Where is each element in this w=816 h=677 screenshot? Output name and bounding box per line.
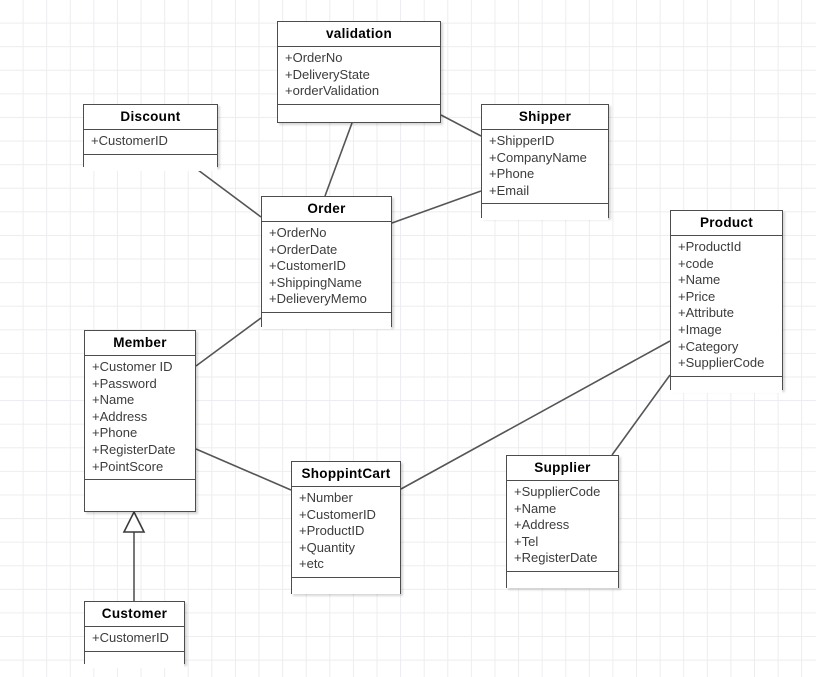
uml-class-title: Shipper — [482, 105, 608, 130]
relationship-validation-shipper[interactable] — [440, 114, 482, 137]
uml-class-attributes: +Customer ID+Password+Name+Address+Phone… — [85, 356, 195, 481]
uml-attribute: +OrderDate — [269, 241, 338, 257]
uml-attribute: +CompanyName — [489, 149, 587, 165]
uml-attribute: +Address — [92, 408, 148, 424]
uml-class-title: Order — [262, 197, 391, 222]
uml-class-attributes: +ShipperID+CompanyName+Phone+Email — [482, 130, 608, 205]
uml-attribute: +Email — [489, 182, 530, 198]
uml-class-attributes: +OrderNo+OrderDate+CustomerID+ShippingNa… — [262, 222, 391, 313]
uml-attribute: +Phone — [489, 166, 535, 182]
uml-class-attributes: +OrderNo+DeliveryState+orderValidation — [278, 47, 440, 105]
uml-class-order[interactable]: Order+OrderNo+OrderDate+CustomerID+Shipp… — [261, 196, 392, 329]
uml-class-validation[interactable]: validation+OrderNo+DeliveryState+orderVa… — [277, 21, 441, 123]
uml-class-shoppintcart[interactable]: ShoppintCart+Number+CustomerID+ProductID… — [291, 461, 401, 594]
uml-class-product[interactable]: Product+ProductId+code+Name+Price+Attrib… — [670, 210, 783, 393]
generalization-arrowhead — [122, 510, 146, 533]
uml-attribute: +Phone — [92, 425, 138, 441]
uml-attribute: +CustomerID — [299, 506, 376, 522]
uml-class-title: validation — [278, 22, 440, 47]
relationship-member-order[interactable] — [195, 317, 262, 367]
uml-class-attributes: +Number+CustomerID+ProductID+Quantity+et… — [292, 487, 400, 578]
uml-class-supplier[interactable]: Supplier+SupplierCode+Name+Address+Tel+R… — [506, 455, 619, 588]
uml-attribute: +Image — [678, 321, 722, 337]
uml-attribute: +PointScore — [92, 458, 164, 474]
uml-attribute: +Name — [514, 500, 557, 516]
uml-attribute: +RegisterDate — [514, 550, 598, 566]
uml-class-title: Member — [85, 331, 195, 356]
uml-class-methods — [278, 104, 440, 121]
relationship-order-shipper[interactable] — [391, 190, 482, 224]
uml-class-title: Product — [671, 211, 782, 236]
uml-class-methods — [85, 651, 184, 668]
uml-attribute: +Attribute — [678, 305, 735, 321]
uml-class-methods — [85, 480, 195, 497]
uml-attribute: +OrderNo — [285, 50, 343, 65]
relationship-validation-order[interactable] — [324, 122, 353, 197]
uml-attribute: +Number — [299, 490, 353, 505]
relationship-member-shoppintcart[interactable] — [195, 448, 292, 491]
uml-class-title: Supplier — [507, 456, 618, 481]
uml-attribute: +Name — [92, 392, 135, 408]
uml-attribute: +Password — [92, 375, 157, 391]
uml-attribute: +ProductId — [678, 239, 742, 254]
uml-attribute: +Price — [678, 288, 716, 304]
uml-attribute: +DelieveryMemo — [269, 291, 367, 307]
uml-class-methods — [292, 577, 400, 594]
uml-class-title: Customer — [85, 602, 184, 627]
uml-class-attributes: +SupplierCode+Name+Address+Tel+RegisterD… — [507, 481, 618, 572]
uml-attribute: +code — [678, 255, 714, 271]
uml-attribute: +OrderNo — [269, 225, 327, 240]
uml-attribute: +Tel — [514, 533, 539, 549]
uml-attribute: +CustomerID — [92, 630, 169, 645]
uml-attribute: +CustomerID — [269, 258, 346, 274]
uml-class-attributes: +CustomerID — [85, 627, 184, 652]
uml-class-methods — [482, 204, 608, 221]
uml-attribute: +orderValidation — [285, 83, 380, 99]
uml-class-discount[interactable]: Discount +CustomerID — [83, 104, 218, 171]
uml-class-customer[interactable]: Customer +CustomerID — [84, 601, 185, 668]
uml-class-methods — [262, 312, 391, 329]
uml-attribute: +Category — [678, 338, 739, 354]
uml-class-methods — [671, 376, 782, 393]
uml-attribute: +Quantity — [299, 539, 356, 555]
uml-attribute: +SupplierCode — [514, 484, 601, 499]
uml-class-title: Discount — [84, 105, 217, 130]
uml-attribute: +SupplierCode — [678, 355, 765, 371]
uml-class-shipper[interactable]: Shipper+ShipperID+CompanyName+Phone+Emai… — [481, 104, 609, 221]
uml-attribute: +ShippingName — [269, 274, 362, 290]
uml-attribute: +ShipperID — [489, 133, 555, 148]
uml-attribute: +Address — [514, 517, 570, 533]
uml-class-attributes: +CustomerID — [84, 130, 217, 155]
relationship-discount-order[interactable] — [193, 166, 262, 218]
uml-class-title: ShoppintCart — [292, 462, 400, 487]
uml-attribute: +Customer ID — [92, 359, 173, 374]
uml-attribute: +Name — [678, 272, 721, 288]
relationship-supplier-product[interactable] — [611, 374, 671, 456]
uml-attribute: +etc — [299, 556, 324, 572]
uml-attribute: +DeliveryState — [285, 66, 370, 82]
uml-class-member[interactable]: Member+Customer ID+Password+Name+Address… — [84, 330, 196, 512]
uml-attribute: +RegisterDate — [92, 441, 176, 457]
uml-class-attributes: +ProductId+code+Name+Price+Attribute+Ima… — [671, 236, 782, 377]
uml-attribute: +ProductID — [299, 523, 365, 539]
uml-class-methods — [84, 154, 217, 171]
uml-attribute: +CustomerID — [91, 133, 168, 148]
uml-class-methods — [507, 571, 618, 588]
